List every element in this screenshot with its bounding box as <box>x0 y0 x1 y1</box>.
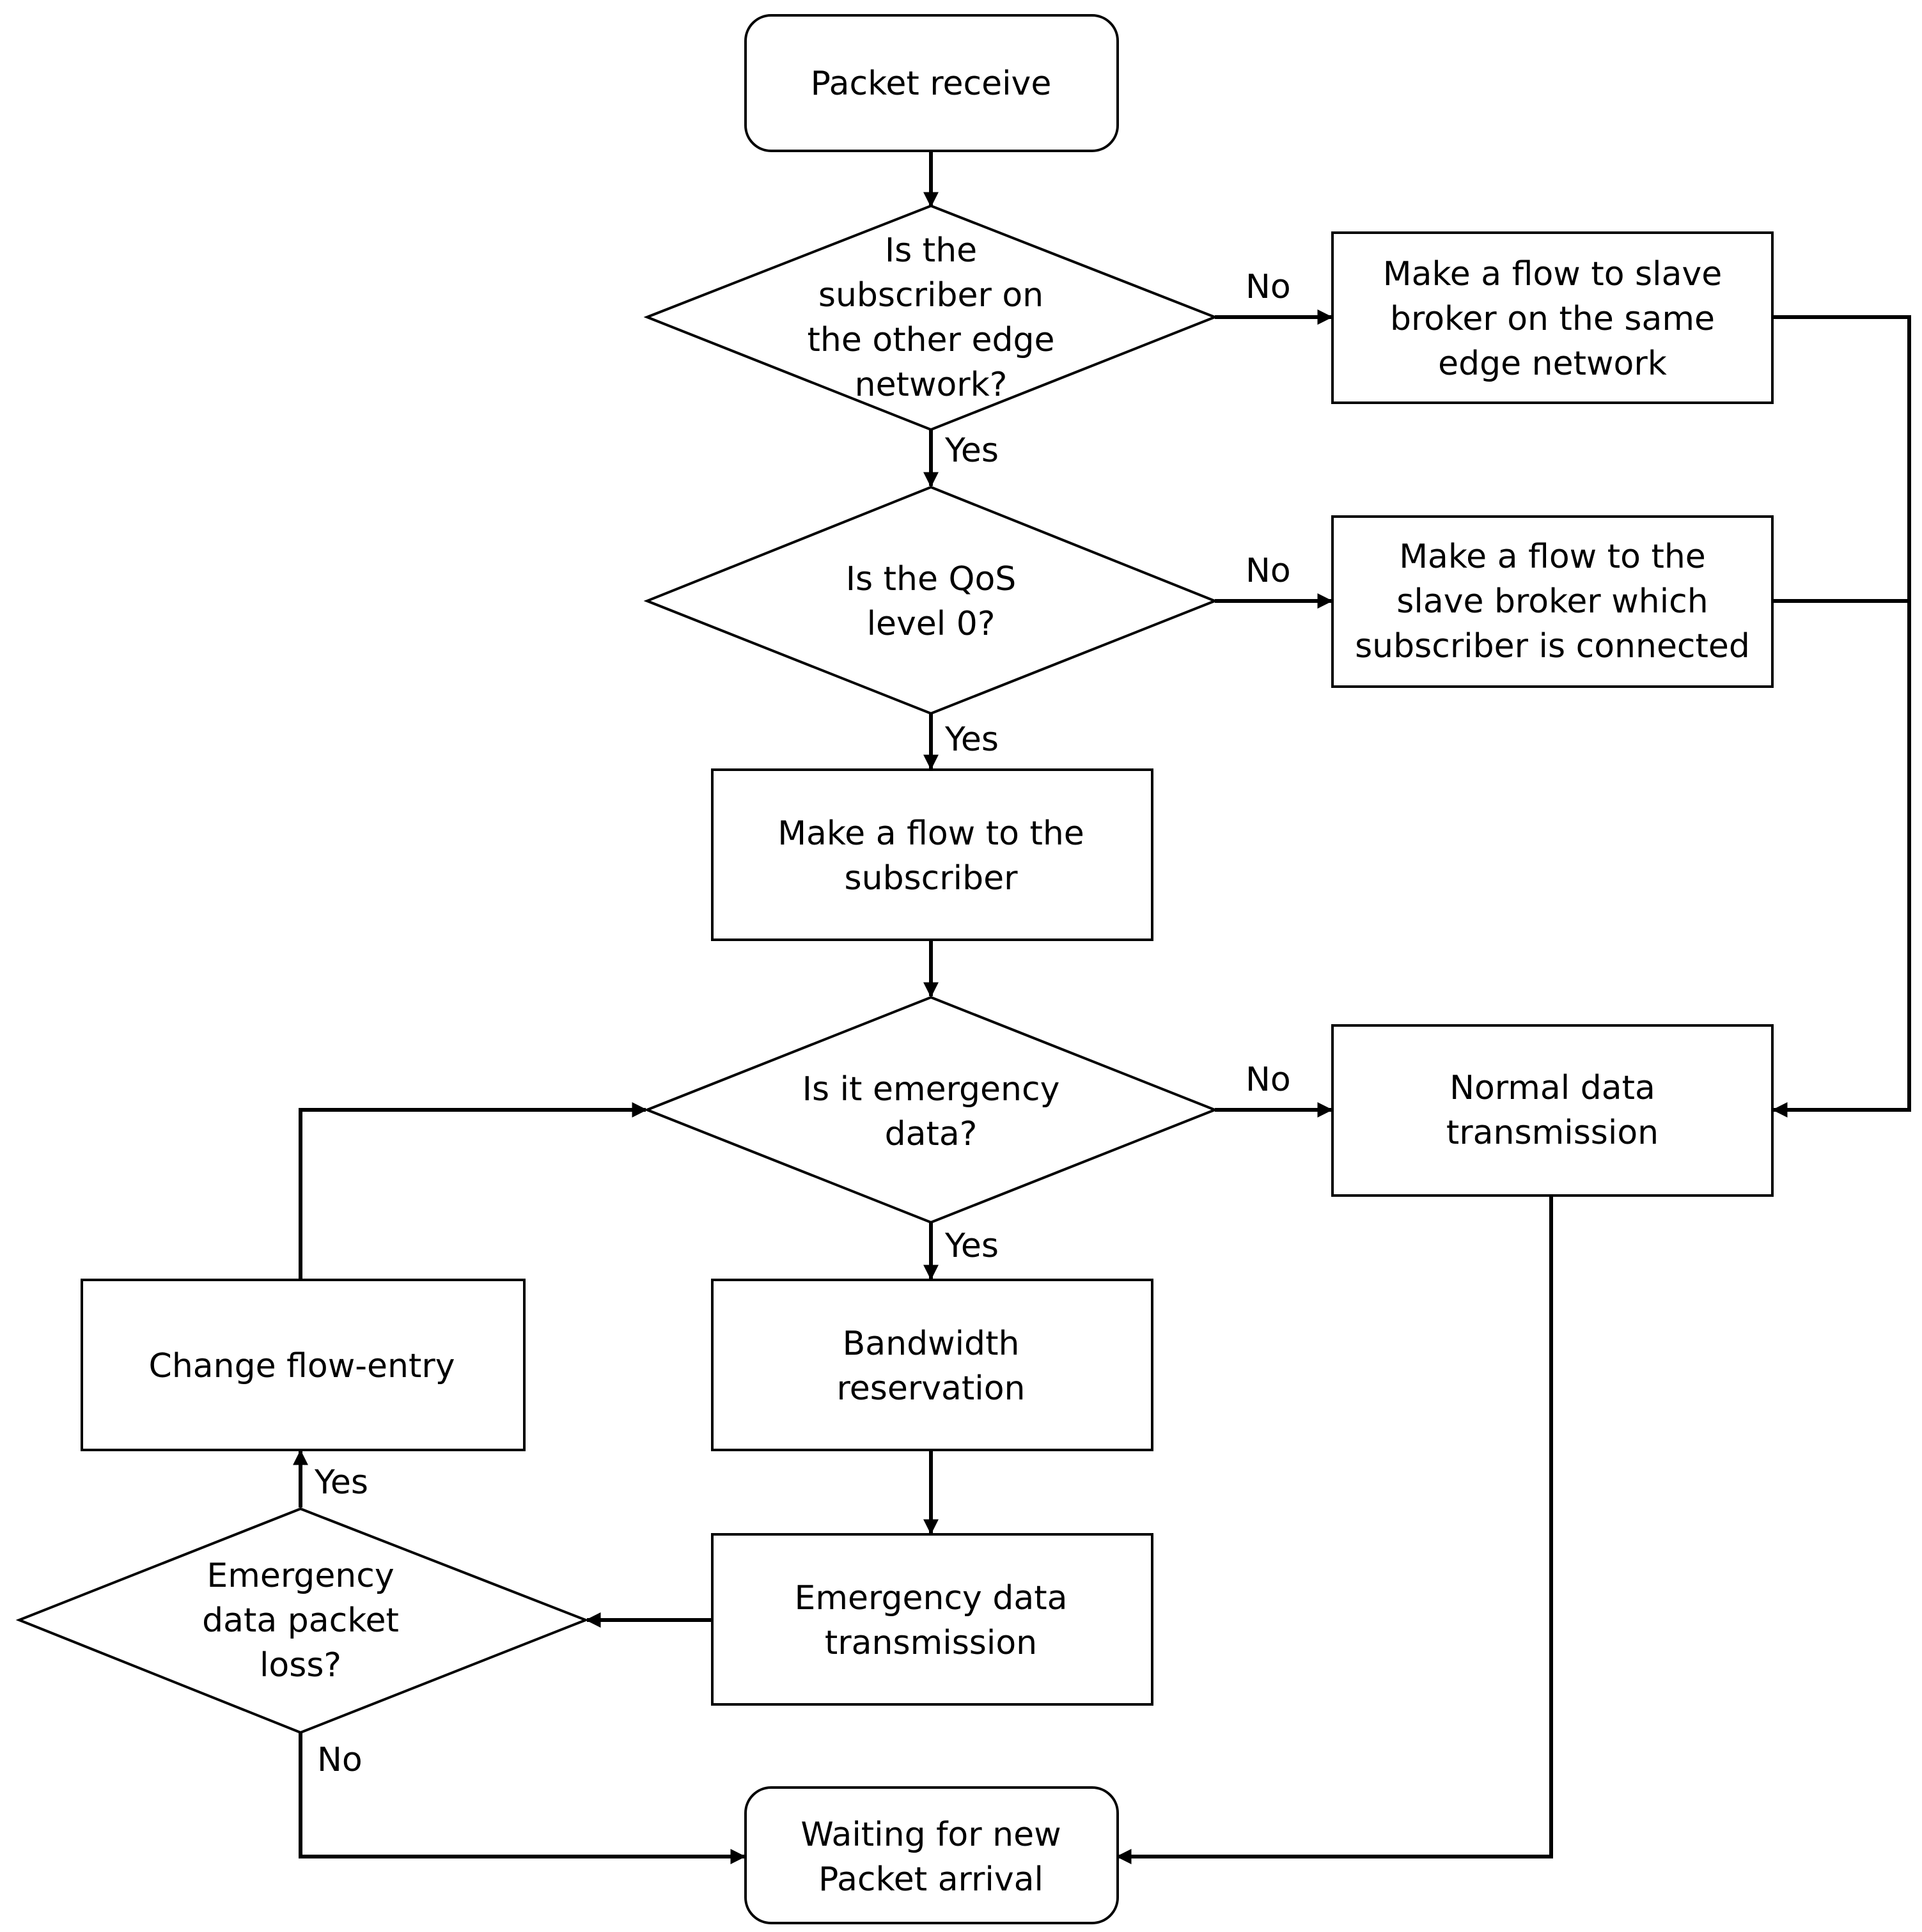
node-text-line: slave broker which <box>1396 582 1708 621</box>
decision-other-edge-network: Is the subscriber on the other edge network… <box>643 204 1219 432</box>
node-text-line: Make a flow to the <box>777 814 1084 853</box>
decision-emergency-packet-loss: Emergency data packet loss? <box>15 1507 590 1734</box>
node-text-line: Packet receive <box>811 65 1052 103</box>
node-text-line: Bandwidth <box>843 1325 1020 1363</box>
decision-emergency-data: Is it emergency data? <box>643 995 1219 1224</box>
node-text-line: Normal data <box>1449 1069 1655 1107</box>
node-text: Packet receive <box>811 65 1052 103</box>
node-text: Make a flow to the slave broker which subs… <box>1355 538 1750 666</box>
node-text-line: Emergency <box>207 1557 394 1595</box>
edge-p6-to-d3 <box>299 1102 648 1280</box>
node-text: Emergency data packet loss? <box>202 1557 399 1685</box>
edge-label-d2-no: No <box>1246 552 1291 590</box>
node-text: Emergency data transmission <box>795 1579 1068 1662</box>
node-text-line: broker on the same <box>1390 300 1715 338</box>
edge-label-d1-yes: Yes <box>944 432 999 470</box>
node-text-line: edge network <box>1438 345 1667 383</box>
node-text-line: network? <box>855 366 1008 404</box>
node-text-line: Is it emergency <box>802 1070 1060 1109</box>
edge-label-d1-no: No <box>1246 268 1291 306</box>
node-text-line: Make a flow to the <box>1399 538 1706 576</box>
process-normal-data-transmission: Normal data transmission <box>1331 1024 1774 1197</box>
node-text: Change flow-entry <box>149 1347 455 1385</box>
node-text-line: Waiting for new <box>801 1816 1061 1854</box>
node-text: Normal data transmission <box>1446 1069 1659 1152</box>
node-packet-receive: Packet receive <box>744 14 1119 152</box>
node-text-line: reservation <box>837 1369 1026 1408</box>
process-emergency-data-transmission: Emergency data transmission <box>711 1533 1153 1706</box>
edge-p4-to-end <box>1116 1196 1553 1864</box>
edge-label-d4-no: No <box>317 1741 363 1779</box>
decision-qos-level-0: Is the QoS level 0? <box>643 485 1219 715</box>
node-text-line: Is the QoS <box>846 560 1017 598</box>
node-text-line: Make a flow to slave <box>1383 255 1722 293</box>
edge-label-d3-yes: Yes <box>944 1227 999 1265</box>
node-text: Bandwidth reservation <box>837 1325 1026 1408</box>
process-bandwidth-reservation: Bandwidth reservation <box>711 1279 1153 1451</box>
node-text: Is the subscriber on the other edge network… <box>808 231 1055 404</box>
edge-label-d3-no: No <box>1246 1061 1291 1099</box>
edge-labels: No Yes No Yes No Yes Yes No <box>314 268 1291 1779</box>
node-text: Make a flow to slave broker on the same ed… <box>1383 255 1722 383</box>
node-text-line: loss? <box>260 1646 341 1685</box>
node-text-line: subscriber is connected <box>1355 627 1750 666</box>
process-flow-to-slave-broker-connected: Make a flow to the slave broker which subs… <box>1331 515 1774 688</box>
node-text: Is it emergency data? <box>802 1070 1060 1153</box>
node-text-line: Packet arrival <box>818 1860 1043 1899</box>
node-text-line: Emergency data <box>795 1579 1068 1617</box>
node-text: Is the QoS level 0? <box>846 560 1017 643</box>
node-text: Make a flow to the subscriber <box>777 814 1084 898</box>
node-text-line: transmission <box>825 1624 1037 1662</box>
node-text-line: transmission <box>1446 1114 1659 1152</box>
process-flow-to-slave-broker-same-edge: Make a flow to slave broker on the same ed… <box>1331 231 1774 404</box>
node-text-line: data packet <box>202 1601 399 1640</box>
process-flow-to-subscriber: Make a flow to the subscriber <box>711 768 1153 941</box>
node-text-line: data? <box>885 1115 978 1153</box>
edge-label-d2-yes: Yes <box>944 721 999 759</box>
edges <box>293 151 1911 1864</box>
edge-label-d4-yes: Yes <box>314 1463 368 1502</box>
node-text-line: Change flow-entry <box>149 1347 455 1385</box>
process-change-flow-entry: Change flow-entry <box>81 1279 526 1451</box>
node-text-line: subscriber <box>845 859 1019 898</box>
edge-p1-to-p4 <box>1772 315 1911 1118</box>
node-text-line: Is the <box>885 231 977 270</box>
edge-d4-to-end <box>299 1733 746 1864</box>
node-text-line: subscriber on <box>818 276 1043 315</box>
node-text-line: the other edge <box>808 321 1055 359</box>
node-text-line: level 0? <box>867 605 996 643</box>
